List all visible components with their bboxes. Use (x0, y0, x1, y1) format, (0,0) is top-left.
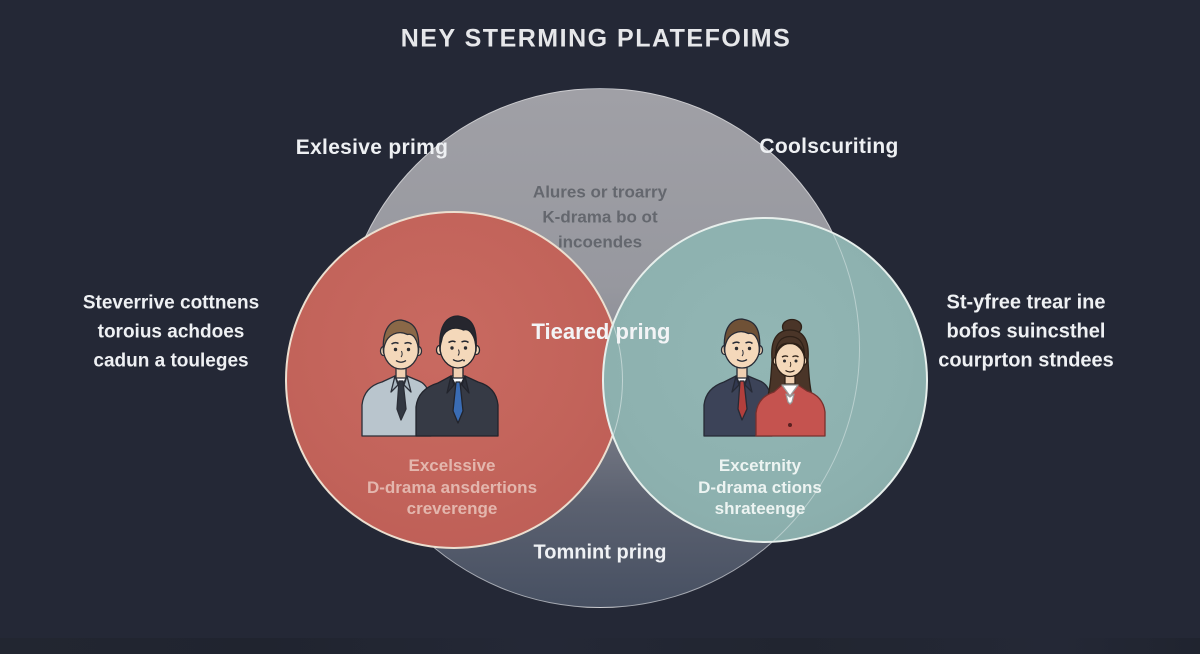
gray-circle-line-3: incoendes (557, 232, 643, 252)
side-note-left: Steverrive cottnens toroius achdoes cadu… (83, 289, 259, 376)
side-note-right-line-3: courprton stndees (938, 349, 1114, 372)
label-top-right: Coolscuriting (759, 135, 899, 158)
side-note-right: St-yfree trear ine bofos suincsthel cour… (938, 289, 1114, 376)
side-note-right-line-2: bofos suincsthel (946, 320, 1106, 343)
red-caption-line-3: creverenge (406, 498, 498, 518)
gray-circle-line-2: K-drama bo ot (542, 207, 658, 227)
bottom-shade-strip (0, 638, 1200, 654)
side-note-left-line-1: Steverrive cottnens (82, 292, 260, 314)
label-top-left: Exlesive primg (295, 136, 449, 159)
label-bottom-overlap: Tomnint pring (533, 541, 667, 564)
side-note-left-line-3: cadun a touleges (93, 350, 249, 372)
label-center-overlap: Tieared pring (531, 319, 671, 344)
red-circle-caption: Excelssive D-drama ansdertions crevereng… (367, 455, 537, 520)
teal-caption-line-3: shrateenge (714, 498, 806, 518)
side-note-left-line-2: toroius achdoes (97, 321, 245, 343)
teal-caption-line-1: Excetrnity (718, 455, 802, 475)
red-caption-line-1: Excelssive (408, 455, 496, 475)
gray-circle-line-1: Alures or troarry (532, 182, 668, 202)
teal-caption-line-2: D-drama ctions (698, 477, 822, 497)
page-title: NEY STERMING PLATEFOIMS (400, 24, 792, 53)
teal-circle-caption: Excetrnity D-drama ctions shrateenge (698, 455, 822, 520)
red-caption-line-2: D-drama ansdertions (366, 477, 538, 497)
gray-circle-text: Alures or troarry K-drama bo ot incoende… (533, 180, 667, 255)
side-note-right-line-1: St-yfree trear ine (946, 291, 1106, 314)
